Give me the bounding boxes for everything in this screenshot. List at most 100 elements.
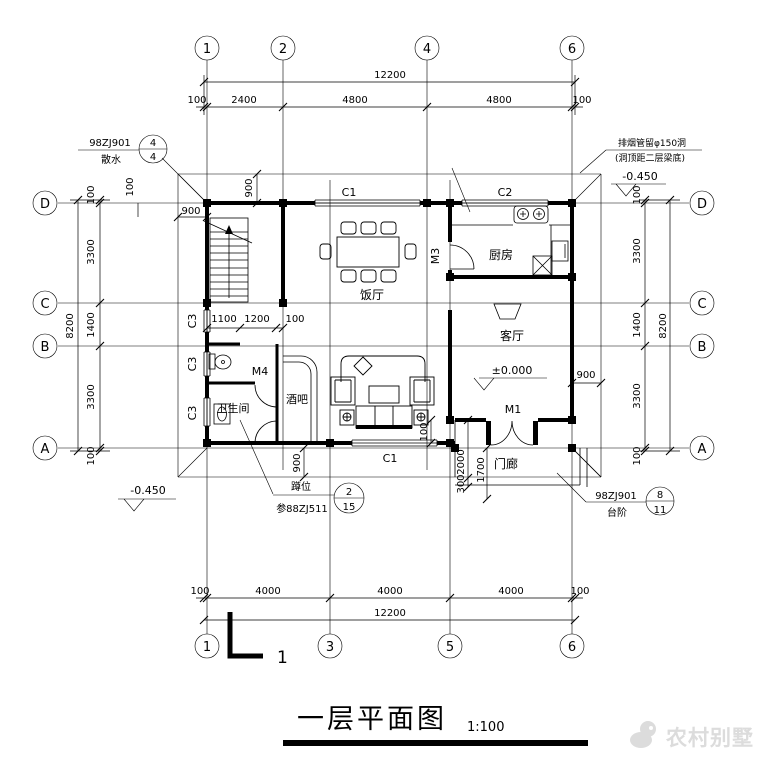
axis-top-4: 4 (423, 42, 431, 57)
axis-right-d: D (697, 197, 707, 212)
windows-c3-left (203, 309, 211, 427)
opening-labels: C1 C2 C1 C3 C3 C3 M3 M4 M1 (186, 186, 521, 465)
dim-bottom-seg-3: 4000 (498, 586, 523, 597)
note-apron: 98ZJ901 散水 4 4 (89, 134, 168, 166)
axis-bottom-3: 3 (326, 640, 334, 655)
door-m3 (449, 244, 475, 270)
room-label-porch: 门廊 (494, 456, 518, 471)
leader-lines (78, 149, 702, 503)
axis-bottom-1: 1 (203, 640, 211, 655)
note-steps-code: 98ZJ901 (595, 491, 637, 502)
window-c1-top (314, 199, 421, 207)
label-window-c1-bottom: C1 (383, 452, 398, 465)
door-m1-double (486, 420, 538, 446)
label-window-c2: C2 (498, 186, 513, 199)
level-symbol-outdoor-left (118, 498, 176, 512)
axis-bubbles (32, 35, 715, 659)
axis-bottom-6: 6 (568, 640, 576, 655)
note-steps-ref-den: 11 (654, 505, 667, 516)
note-steps-label: 台阶 (607, 506, 627, 519)
section-mark-label: 1 (277, 648, 288, 668)
axis-left-c: C (40, 297, 49, 312)
watermark-text: 农村别墅 (665, 726, 754, 750)
dim-vestibule-2: 100 (285, 314, 304, 325)
dim-bottom-total: 12200 (374, 608, 406, 619)
dimension-lines (70, 75, 680, 621)
toilet (208, 353, 232, 370)
note-steps: 98ZJ901 台阶 8 11 (595, 486, 675, 519)
level-ground: ±0.000 (492, 364, 533, 377)
axis-right-c: C (697, 297, 706, 312)
note-apron-ref-num: 4 (150, 138, 156, 149)
dim-vestibule-0: 1100 (211, 314, 236, 325)
dim-offset-top-left: 100 (125, 177, 136, 196)
bathroom-corner-door-arc (254, 420, 278, 444)
dim-porch-inner: 1700 (476, 457, 487, 482)
axis-left-d: D (40, 197, 50, 212)
title-underline (283, 740, 588, 746)
level-outdoor-right: -0.450 (622, 170, 657, 183)
dim-top-seg-4: 100 (572, 95, 591, 106)
note-apron-ref-den: 4 (150, 152, 156, 163)
dim-top-seg-0: 100 (187, 95, 206, 106)
dim-right-seg-4: 100 (632, 446, 643, 465)
note-vent: 排烟管留φ150洞 (洞顶距二层梁底) (615, 137, 686, 164)
bar-counter (283, 355, 318, 443)
dim-left-seg-0: 100 (86, 185, 97, 204)
dim-apron-west: 900 (181, 206, 200, 217)
kitchen-fridge (551, 240, 569, 262)
label-window-c3-lower: C3 (186, 406, 199, 421)
dim-left-total: 8200 (65, 313, 76, 338)
squat-pan (213, 403, 231, 425)
room-label-kitchen: 厨房 (489, 247, 513, 262)
kitchen-sink (532, 255, 553, 276)
note-squat-label: 蹲位 (291, 480, 311, 493)
note-apron-code: 98ZJ901 (89, 138, 131, 149)
kitchen-stove (513, 205, 549, 224)
door-m4 (254, 384, 278, 408)
label-window-c1-top: C1 (342, 186, 357, 199)
dim-top-total: 12200 (374, 70, 406, 81)
porch-steps (454, 420, 602, 487)
axis-bottom-5: 5 (446, 640, 454, 655)
dim-bottom-seg-4: 100 (570, 586, 589, 597)
axis-bubble-labels: 1 2 4 6 1 3 5 6 D C B A D C B A (40, 42, 707, 655)
dim-apron-east: 900 (576, 370, 595, 381)
dim-apron-north: 900 (244, 178, 255, 197)
level-symbol-outdoor-right (611, 183, 666, 197)
level-texts: ±0.000 -0.450 -0.450 (130, 170, 657, 497)
dim-left-seg-2: 1400 (86, 312, 97, 337)
dim-right-total: 8200 (658, 313, 669, 338)
level-symbol-ground (473, 377, 547, 391)
note-squat-code: 参88ZJ511 (276, 502, 328, 515)
dim-left-seg-1: 3300 (86, 239, 97, 264)
dim-top-seg-1: 2400 (231, 95, 256, 106)
watermark: 农村别墅 (630, 721, 754, 750)
dim-bottom-seg-1: 4000 (255, 586, 280, 597)
dim-top-seg-2: 4800 (342, 95, 367, 106)
dim-right-seg-1: 3300 (632, 238, 643, 263)
label-window-c3-middle: C3 (186, 357, 199, 372)
dim-bottom-seg-0: 100 (190, 586, 209, 597)
dim-apron-south: 900 (292, 453, 303, 472)
note-steps-ref-num: 8 (657, 490, 663, 501)
dim-top-seg-3: 4800 (486, 95, 511, 106)
dim-bottom-seg-2: 4000 (377, 586, 402, 597)
dim-right-seg-0: 100 (632, 185, 643, 204)
room-labels: 饭厅 厨房 客厅 卫生间 酒吧 门廊 (217, 247, 525, 471)
room-label-bathroom: 卫生间 (217, 401, 250, 415)
dim-porch-depth: 2000 (456, 449, 467, 474)
axis-right-b: B (698, 340, 707, 355)
dim-wall-end: 100 (419, 422, 430, 441)
title-block: 一层平面图 1:100 (283, 704, 588, 746)
note-squat: 蹲位 参88ZJ511 2 15 (276, 480, 365, 515)
dining-table-and-chairs (319, 221, 417, 283)
axis-top-6: 6 (568, 42, 576, 57)
label-window-c3-upper: C3 (186, 314, 199, 329)
axis-right-a: A (698, 442, 707, 457)
dim-right-seg-2: 1400 (632, 312, 643, 337)
axis-left-b: B (41, 340, 50, 355)
dim-right-seg-3: 3300 (632, 383, 643, 408)
